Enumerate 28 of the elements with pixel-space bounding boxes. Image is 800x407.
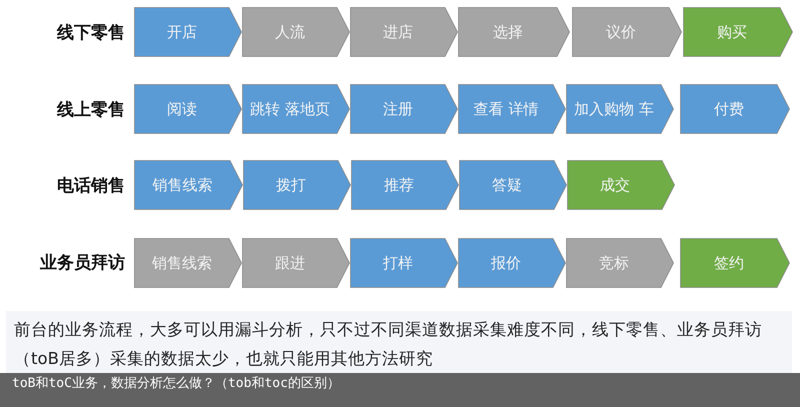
chevron-step: 开店	[134, 7, 242, 57]
chevron-step: 销售线索	[134, 238, 242, 288]
chevron-step: 购买	[683, 7, 793, 57]
chevron-step: 人流	[242, 7, 350, 57]
chevron-step: 阅读	[134, 84, 242, 134]
row-label: 业务员拜访	[40, 252, 125, 274]
chevron-step: 竞标	[566, 238, 674, 288]
chevron-step: 报价	[458, 238, 566, 288]
chevron-step: 答疑	[459, 160, 567, 210]
chevron-step: 拨打	[243, 160, 351, 210]
chevron-step: 成交	[567, 160, 675, 210]
chevron-step: 签约	[680, 238, 790, 288]
caption-bar: toB和toC业务，数据分析怎么做？（tob和toc的区别）	[0, 373, 800, 407]
chevron-step: 销售线索	[134, 160, 243, 210]
chevron-step: 跟进	[242, 238, 350, 288]
chevron-step: 查看 详情	[458, 84, 566, 134]
chevron-step: 推荐	[351, 160, 459, 210]
chevron-step: 付费	[680, 84, 790, 134]
chevron-step: 选择	[458, 7, 570, 57]
chevron-step: 议价	[572, 7, 682, 57]
row-label: 电话销售	[57, 175, 125, 197]
chevron-step: 加入购物 车	[566, 84, 674, 134]
row-label: 线上零售	[57, 99, 125, 121]
chevron-step: 打样	[350, 238, 458, 288]
chevron-step: 进店	[350, 7, 458, 57]
row-label: 线下零售	[57, 22, 125, 44]
chevron-step: 跳转 落地页	[242, 84, 350, 134]
chevron-step: 注册	[350, 84, 458, 134]
